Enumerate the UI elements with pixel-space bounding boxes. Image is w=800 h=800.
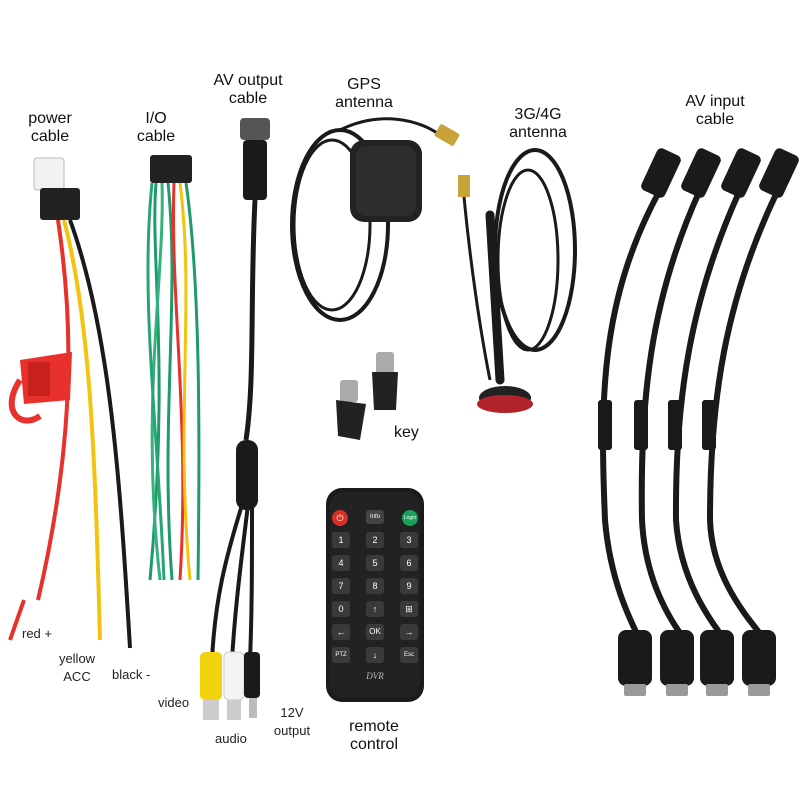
key-7: 7: [332, 578, 350, 594]
gps-antenna: [290, 117, 460, 322]
label-line: remote: [349, 718, 399, 735]
label-line: cable: [228, 90, 268, 107]
label-red: red +: [22, 626, 52, 641]
label-line: ACC: [63, 669, 91, 684]
antenna-3g4g: [458, 148, 577, 413]
keys: [336, 352, 398, 440]
label-av-output: AV output cable: [198, 72, 298, 108]
key-left: ←: [332, 624, 350, 640]
key-ptz: PTZ: [332, 647, 350, 663]
label-av-input: AV input cable: [670, 93, 760, 129]
key-3: 3: [400, 532, 418, 548]
label-video: video: [158, 695, 190, 710]
info-key: Info: [366, 510, 384, 524]
label-black: black -: [112, 667, 151, 682]
key-4: 4: [332, 555, 350, 571]
label-key: key: [394, 424, 419, 441]
label-power-cable: power cable: [20, 110, 80, 146]
label-line: output: [273, 723, 311, 738]
label-line: cable: [136, 128, 176, 145]
number-keys: 1 2 3 4 5 6 7 8 9 0 ↑ ⊞ ← OK → PTZ ↓ Esc: [332, 532, 418, 663]
label-gps-antenna: GPS antenna: [324, 76, 404, 112]
label-line: power: [28, 110, 72, 127]
label-line: AV output: [213, 72, 283, 89]
av-input-cables: [598, 148, 799, 696]
key-9: 9: [400, 578, 418, 594]
label-line: cable: [30, 128, 70, 145]
key-right: →: [400, 624, 418, 640]
key-down: ↓: [366, 647, 384, 663]
key-5: 5: [366, 555, 384, 571]
label-line: I/O: [145, 110, 167, 127]
label-audio: audio: [215, 731, 247, 746]
label-12v-output: 12V output: [268, 704, 316, 740]
label-line: 3G/4G: [514, 106, 562, 123]
label-line: AV input: [685, 93, 745, 110]
label-line: antenna: [509, 124, 567, 141]
login-key: Login: [402, 510, 418, 526]
power-cable: [8, 157, 132, 649]
key-esc: Esc: [400, 647, 418, 663]
key-up: ↑: [366, 601, 384, 617]
label-io-cable: I/O cable: [128, 110, 184, 146]
label-3g4g-antenna: 3G/4G antenna: [498, 106, 578, 142]
key-2: 2: [366, 532, 384, 548]
remote-keypad: ⏻ Info Login 1 2 3 4 5 6 7 8 9 0 ↑ ⊞ ← O…: [332, 510, 418, 681]
key-0: 0: [332, 601, 350, 617]
remote-brand: DVR: [366, 671, 384, 681]
key-1: 1: [332, 532, 350, 548]
label-yellow-acc: yellow ACC: [56, 650, 98, 686]
key-grid: ⊞: [400, 601, 418, 617]
label-line: control: [349, 736, 399, 753]
power-key: ⏻: [332, 510, 348, 526]
io-cable: [146, 155, 201, 581]
key-ok: OK: [366, 624, 384, 640]
label-line: cable: [695, 111, 735, 128]
label-line: antenna: [335, 94, 393, 111]
remote-control: [326, 488, 424, 702]
label-line: GPS: [347, 76, 381, 93]
label-remote-control: remote control: [334, 718, 414, 754]
key-8: 8: [366, 578, 384, 594]
label-line: yellow: [58, 651, 96, 666]
av-output-cable: [200, 118, 270, 720]
label-line: 12V: [280, 705, 304, 720]
key-6: 6: [400, 555, 418, 571]
